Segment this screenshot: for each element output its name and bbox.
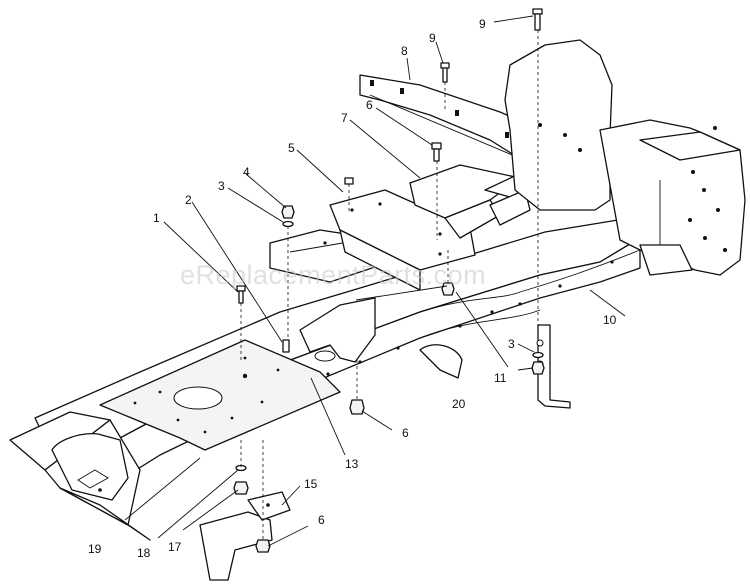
callout-9-left: 9	[429, 31, 436, 45]
callout-labels: 1 2 3 4 5 6 7 8 9 9 10 3 11 20 6 13 15 6…	[88, 17, 617, 560]
callout-13: 13	[345, 457, 359, 471]
callout-10: 10	[603, 313, 617, 327]
callout-5: 5	[288, 141, 295, 155]
assembly-axis-lines	[240, 30, 539, 540]
fasteners	[233, 8, 545, 553]
callout-4: 4	[243, 165, 250, 179]
callout-19: 19	[88, 542, 102, 556]
rear-side-plates	[504, 39, 746, 276]
callout-7: 7	[341, 111, 348, 125]
front-lower-bracket	[51, 433, 129, 501]
callout-20: 20	[452, 397, 466, 411]
callout-6-top: 6	[366, 98, 373, 112]
callout-8: 8	[401, 44, 408, 58]
callout-6-bottom: 6	[318, 513, 325, 527]
callout-2: 2	[185, 193, 192, 207]
callout-3-rear: 3	[508, 337, 515, 351]
lower-bracket	[199, 344, 463, 581]
callout-18: 18	[137, 546, 151, 560]
callout-9-top: 9	[479, 17, 486, 31]
callout-15: 15	[304, 477, 318, 491]
callout-11: 11	[494, 371, 507, 385]
callout-3: 3	[218, 179, 225, 193]
rear-plate-holes	[538, 123, 727, 252]
callout-1: 1	[153, 211, 160, 225]
callout-17: 17	[168, 540, 182, 554]
floor-plate	[99, 339, 341, 451]
leader-lines	[124, 15, 626, 547]
watermark-text: eReplacementParts.com	[180, 260, 486, 290]
callout-6-mid: 6	[402, 426, 409, 440]
